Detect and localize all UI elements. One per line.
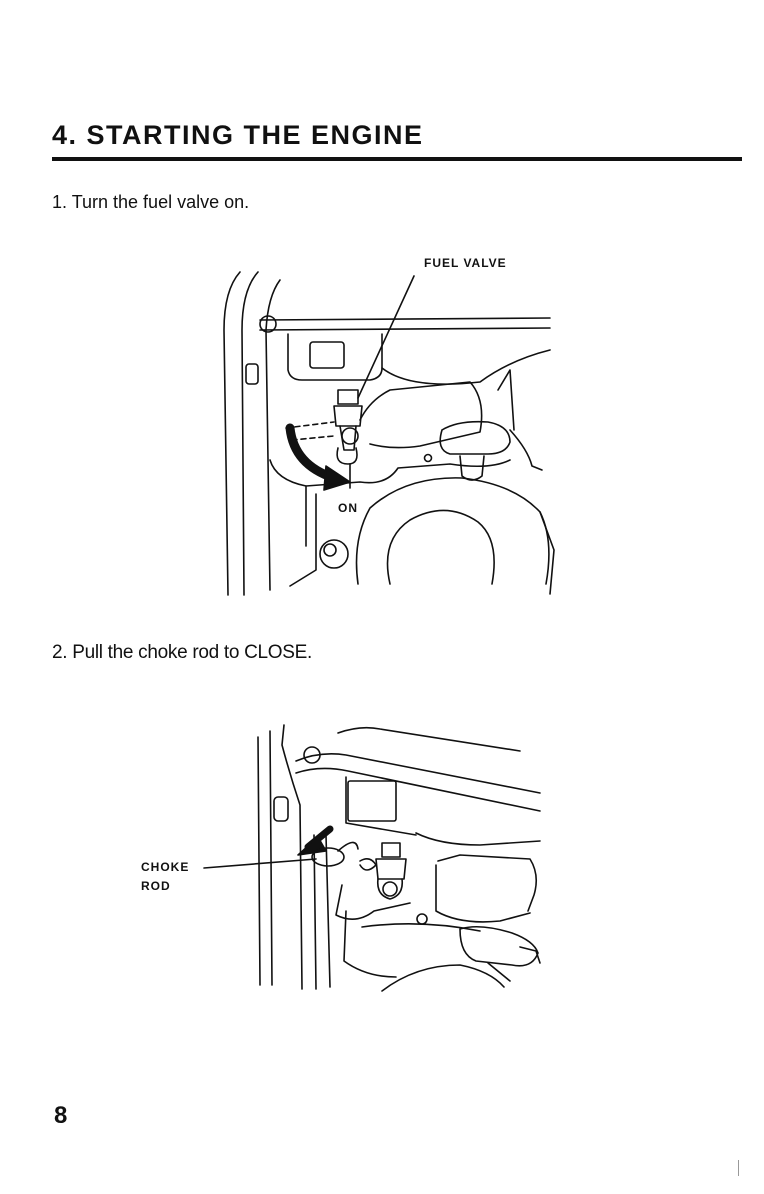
- page-number: 8: [54, 1102, 67, 1130]
- fuel-valve-callout: FUEL VALVE: [424, 256, 507, 270]
- section-title: 4. STARTING THE ENGINE: [52, 120, 424, 151]
- choke-rod-illustration: CHOKE ROD: [120, 715, 560, 995]
- title-rule: [52, 157, 742, 161]
- choke-callout-line1: CHOKE: [141, 860, 189, 874]
- fuel-valve-illustration: FUEL VALVE ON: [210, 250, 560, 600]
- step-1-instruction: 1. Turn the fuel valve on.: [52, 192, 249, 213]
- on-position-label: ON: [338, 501, 358, 515]
- step-2-instruction: 2. Pull the choke rod to CLOSE.: [52, 642, 312, 664]
- choke-callout-line2: ROD: [141, 879, 171, 893]
- edge-mark: [738, 1160, 739, 1176]
